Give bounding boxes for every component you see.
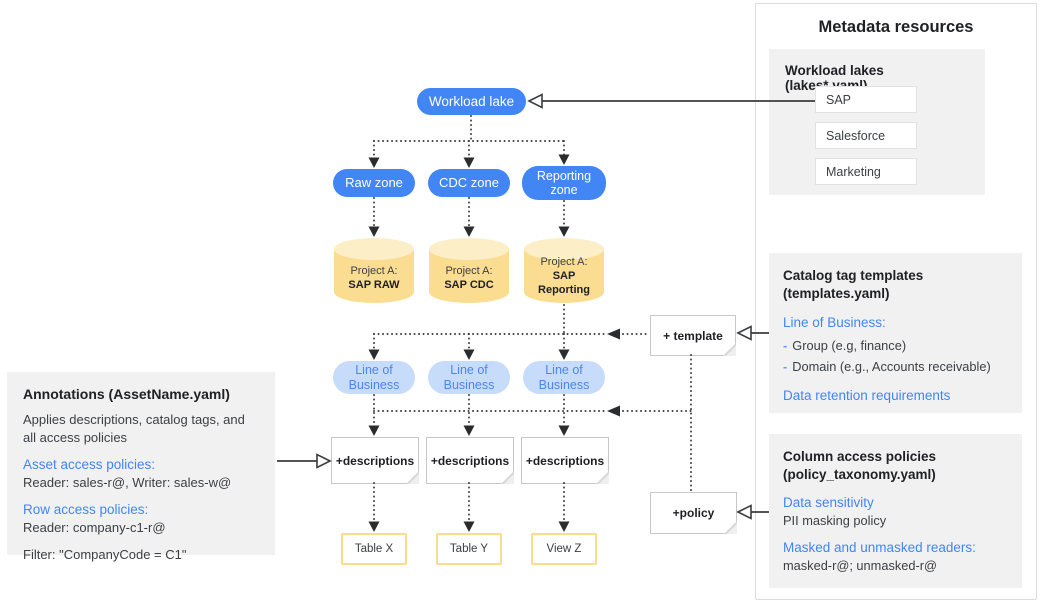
project-name: SAP Reporting xyxy=(538,269,590,297)
lake-item-label: Salesforce xyxy=(826,128,886,143)
cylinder-sap-cdc: Project A: SAP CDC xyxy=(429,238,509,304)
template-note: + template xyxy=(650,315,736,356)
column-policies-box: Column access policies (policy_taxonomy.… xyxy=(769,434,1022,588)
catalog-item-label: Domain (e.g., Accounts receivable) xyxy=(792,359,991,375)
filter-value: Filter: "CompanyCode = C1" xyxy=(23,546,187,562)
annotations-panel: Annotations (AssetName.yaml) Applies des… xyxy=(7,372,275,562)
lake-item-label: Marketing xyxy=(826,164,881,179)
project-prefix: Project A: xyxy=(350,264,398,277)
project-name: SAP CDC xyxy=(444,279,494,291)
lake-item-marketing: Marketing xyxy=(815,158,917,185)
bullet-dash: - xyxy=(783,338,788,354)
cylinder-shape xyxy=(524,238,604,303)
lake-item-sap: SAP xyxy=(815,86,917,113)
masked-readers-heading: Masked and unmasked readers: xyxy=(783,540,976,555)
annotations-description: Applies descriptions, catalog tags, and … xyxy=(23,412,245,446)
catalog-item-group: - Group (e.g, finance) xyxy=(783,335,1008,356)
workload-lake-node: Workload lake xyxy=(417,88,526,115)
asset-access-policies-heading: Asset access policies: xyxy=(23,457,156,473)
catalog-templates-box: Catalog tag templates (templates.yaml) L… xyxy=(769,253,1022,413)
zone-node-reporting: Reporting zone xyxy=(522,166,606,200)
masked-readers-value: masked-r@; unmasked-r@ xyxy=(783,558,937,573)
cylinder-shape xyxy=(334,238,414,303)
lake-item-label: SAP xyxy=(826,92,852,107)
column-policies-heading: Column access policies (policy_taxonomy.… xyxy=(783,449,937,482)
annotations-title: Annotations (AssetName.yaml) xyxy=(23,386,230,402)
asset-access-policies-value: Reader: sales-r@, Writer: sales-w@ xyxy=(23,475,232,491)
line-of-business-node-2: Line of Business xyxy=(428,361,510,394)
project-name: SAP RAW xyxy=(348,279,400,291)
catalog-item-label: Group (e.g, finance) xyxy=(792,338,907,354)
zone-node-cdc: CDC zone xyxy=(428,169,510,197)
data-retention-heading: Data retention requirements xyxy=(783,388,951,404)
workload-lakes-box: Workload lakes (lakes*.yaml) SAP Salesfo… xyxy=(769,49,985,195)
cylinder-sap-reporting: Project A:SAP Reporting xyxy=(524,238,604,304)
descriptions-note-2: +descriptions xyxy=(426,437,514,484)
data-sensitivity-heading: Data sensitivity xyxy=(783,495,874,511)
data-sensitivity-value: PII masking policy xyxy=(783,513,887,529)
view-node-z: View Z xyxy=(531,533,597,565)
lob-heading: Line of Business: xyxy=(783,315,886,331)
descriptions-note-1: +descriptions xyxy=(331,437,419,484)
line-of-business-node-1: Line of Business xyxy=(333,361,415,394)
catalog-templates-heading: Catalog tag templates (templates.yaml) xyxy=(783,268,924,301)
zone-node-raw: Raw zone xyxy=(333,169,415,197)
catalog-item-domain: - Domain (e.g., Accounts receivable) xyxy=(783,356,1008,377)
line-of-business-node-3: Line of Business xyxy=(523,361,605,394)
row-access-policies-heading: Row access policies: xyxy=(23,501,149,517)
cylinder-shape xyxy=(429,238,509,303)
metadata-resources-title: Metadata resources xyxy=(818,18,974,36)
table-node-x: Table X xyxy=(341,533,407,565)
policy-note: +policy xyxy=(650,492,737,534)
cylinder-sap-raw: Project A: SAP RAW xyxy=(334,238,414,304)
bullet-dash: - xyxy=(783,359,788,375)
project-prefix: Project A: xyxy=(445,264,493,277)
table-node-y: Table Y xyxy=(436,533,502,565)
arrowheads-left xyxy=(607,328,620,417)
lake-item-salesforce: Salesforce xyxy=(815,122,917,149)
descriptions-note-3: +descriptions xyxy=(521,437,609,484)
project-prefix: Project A: xyxy=(540,255,588,268)
row-access-policies-value: Reader: company-c1-r@ xyxy=(23,519,166,535)
